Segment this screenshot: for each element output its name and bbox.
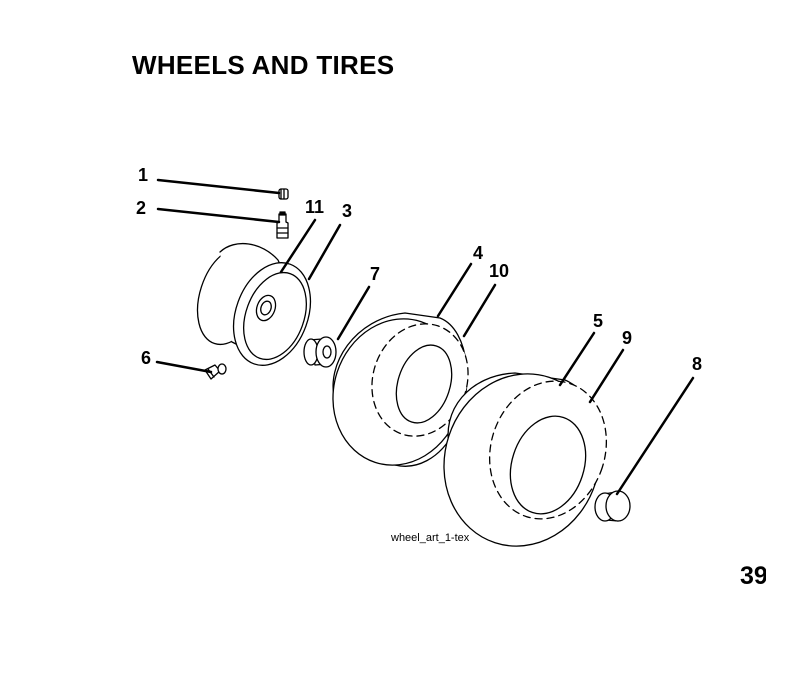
rear-tire-part (443, 372, 608, 547)
front-tire-part (332, 312, 469, 467)
grease-fitting-part (204, 363, 227, 380)
page-title: WHEELS AND TIRES (132, 50, 395, 80)
callout-11: 11 (305, 197, 324, 217)
wheel-rim-part (196, 242, 312, 366)
page-number: 39 (740, 562, 766, 590)
callout-3: 3 (342, 201, 352, 221)
callout-6: 6 (141, 348, 151, 368)
callout-5: 5 (593, 311, 603, 331)
valve-cap-part (278, 188, 289, 200)
callout-labels: 1 2 11 3 7 4 10 6 5 9 8 (136, 165, 702, 374)
valve-stem-part (276, 211, 289, 239)
callout-9: 9 (622, 328, 632, 348)
callout-2: 2 (136, 198, 146, 218)
bushing-part (303, 336, 337, 368)
diagram-caption: wheel_art_1-tex (390, 532, 470, 544)
callout-4: 4 (473, 243, 483, 263)
callout-7: 7 (370, 264, 380, 284)
callout-8: 8 (692, 354, 702, 374)
hub-cap-part (594, 490, 631, 522)
leader-lines (155, 178, 695, 496)
callout-10: 10 (489, 261, 509, 281)
callout-1: 1 (138, 165, 148, 185)
